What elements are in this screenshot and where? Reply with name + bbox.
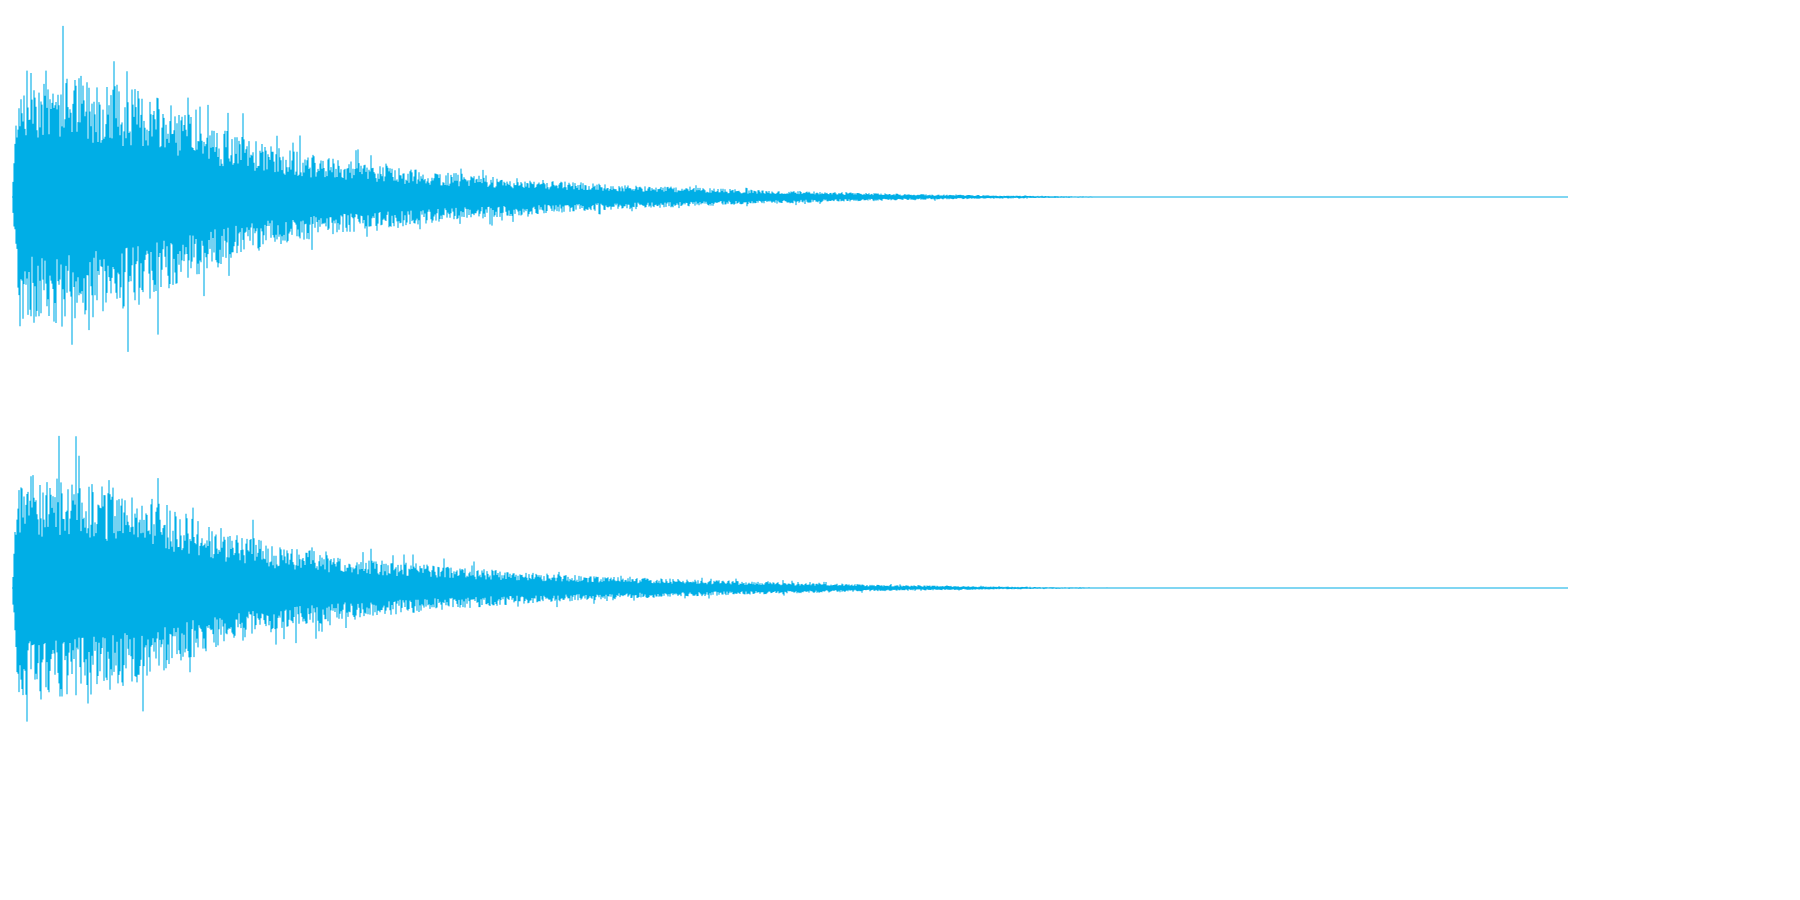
channel-1-waveform bbox=[12, 25, 1568, 352]
channel-2-waveform bbox=[12, 435, 1568, 722]
waveform-trace bbox=[12, 25, 1190, 352]
waveform-trace bbox=[12, 435, 1189, 722]
